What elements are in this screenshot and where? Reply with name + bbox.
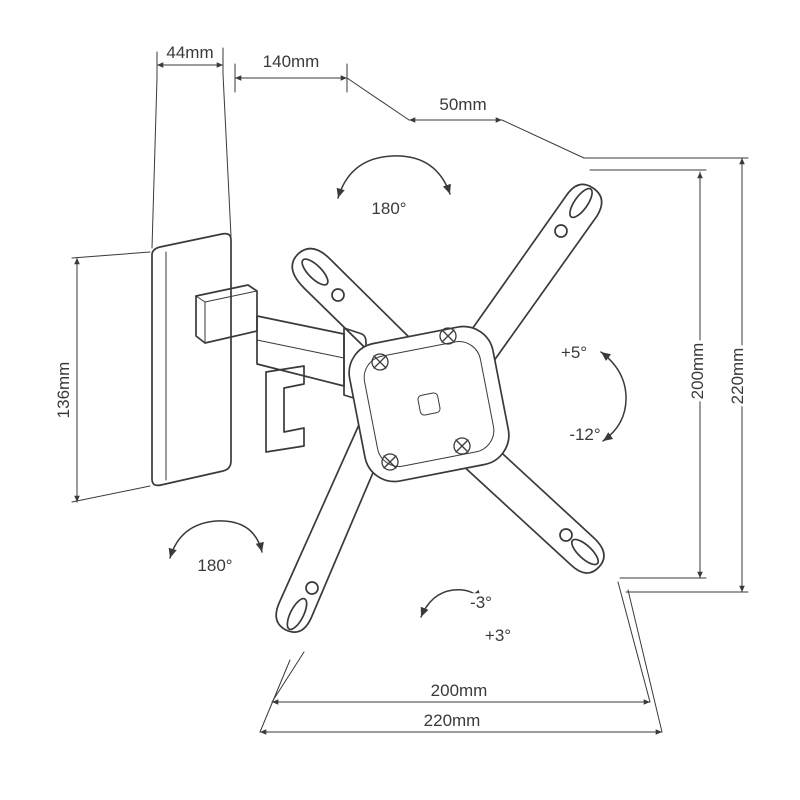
angle-label-tilt-up: +5°	[558, 343, 590, 363]
vesa-arms	[275, 183, 605, 633]
angle-label-level-minus: -3°	[468, 593, 494, 613]
angle-label-tilt-down: -12°	[567, 425, 603, 445]
arm-lower-left	[275, 417, 393, 633]
dim-label-bracket-width: 220mm	[421, 711, 483, 731]
mount-arm	[256, 315, 367, 453]
hole-lower-right	[559, 528, 573, 542]
dim-label-bracket-height: 220mm	[728, 345, 748, 407]
arm-upper-left	[291, 247, 425, 383]
angle-label-swivel-bottom: 180°	[195, 556, 235, 576]
screws	[371, 327, 471, 471]
dim-label-arm: 140mm	[260, 52, 322, 72]
cable-clip	[265, 365, 305, 453]
hole-upper-left	[331, 288, 345, 302]
hole-upper-right	[554, 224, 568, 238]
mount-parts	[151, 183, 605, 633]
dim-label-vesa-height: 200mm	[688, 340, 708, 402]
arm-upper-right	[445, 183, 603, 387]
slot-upper-left	[301, 258, 329, 286]
slot-lower-right	[570, 538, 600, 566]
dim-label-offset: 50mm	[437, 95, 489, 115]
arm-lower-right	[447, 419, 605, 574]
dim-label-depth: 44mm	[164, 43, 216, 63]
tilt-arrow-arc	[600, 351, 627, 442]
dim-label-vesa-width: 200mm	[428, 681, 490, 701]
swivel-top-arrow-arc	[336, 155, 451, 199]
angle-label-level-plus: +3°	[482, 626, 514, 646]
wall-plate	[151, 232, 232, 487]
hole-lower-left	[305, 581, 319, 595]
vesa-center-plate	[348, 325, 510, 483]
angle-label-swivel-top: 180°	[369, 199, 409, 219]
dim-label-plate-height: 136mm	[54, 359, 74, 421]
slot-upper-right	[569, 187, 593, 219]
slot-lower-left	[286, 597, 308, 631]
swivel-bottom-arrow-arc	[168, 520, 264, 559]
pivot-block	[195, 284, 258, 344]
